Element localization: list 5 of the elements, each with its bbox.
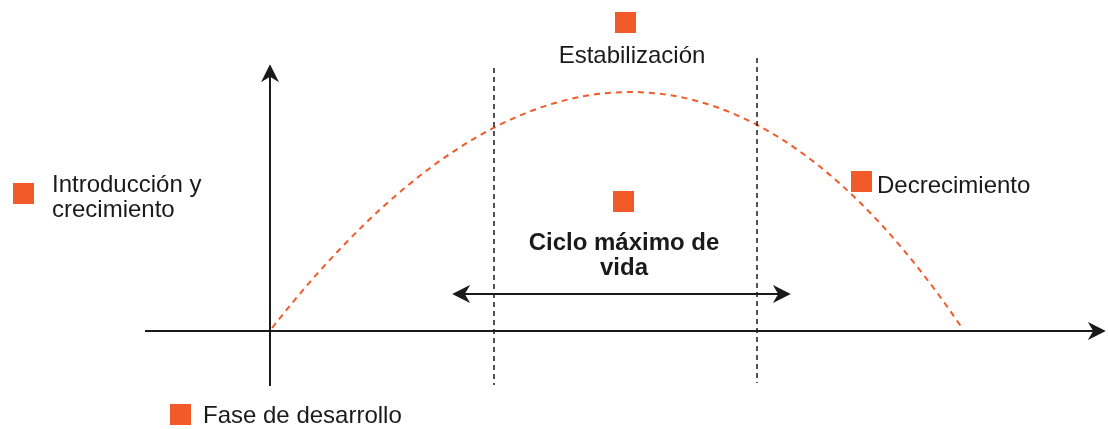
phase-label: Estabilización (557, 42, 707, 67)
phase-label: Introducción y crecimiento (52, 171, 203, 221)
phase-label: Fase de desarrollo (203, 402, 403, 427)
phase-label: Decrecimiento (877, 172, 1032, 197)
phase-label: Ciclo máximo de vida (527, 229, 721, 279)
